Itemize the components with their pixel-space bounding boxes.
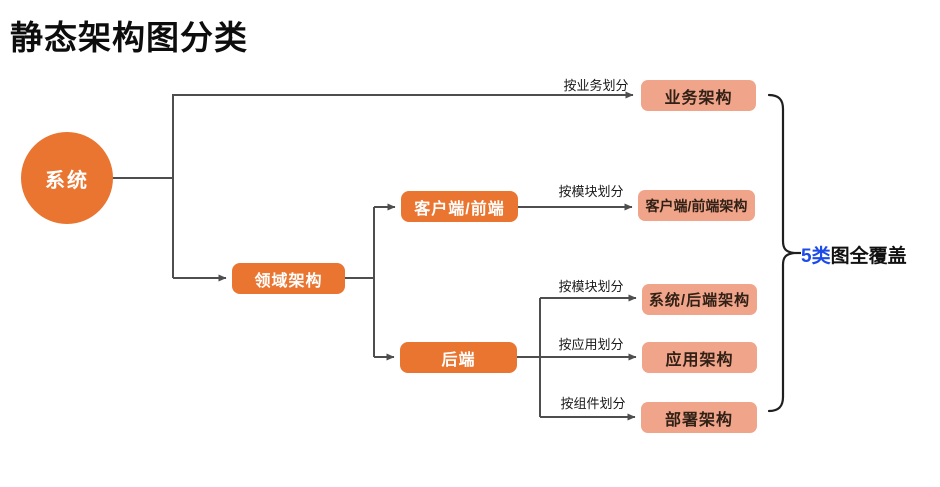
edge-label-backend-module: 按模块划分 xyxy=(558,279,624,294)
node-client: 客户端/前端 xyxy=(401,191,518,222)
node-app-arch: 应用架构 xyxy=(642,342,757,373)
node-business-arch: 业务架构 xyxy=(641,80,756,111)
edge-label-component: 按组件划分 xyxy=(560,396,626,411)
edge-label-application: 按应用划分 xyxy=(558,337,624,352)
coverage-count: 5类 xyxy=(801,246,831,267)
node-backend: 后端 xyxy=(400,342,517,373)
node-system: 系统 xyxy=(21,132,113,224)
node-client-arch: 客户端/前端架构 xyxy=(638,190,755,221)
node-deploy-arch: 部署架构 xyxy=(641,402,757,433)
coverage-annotation: 5类图全覆盖 xyxy=(801,241,907,268)
edge-label-client-module: 按模块划分 xyxy=(558,184,624,199)
curly-bracket xyxy=(767,93,795,413)
node-domain: 领域架构 xyxy=(232,263,345,294)
page-title: 静态架构图分类 xyxy=(10,19,248,56)
node-system-backend-arch: 系统/后端架构 xyxy=(642,284,757,315)
coverage-text: 图全覆盖 xyxy=(830,246,907,267)
edge-label-business: 按业务划分 xyxy=(563,78,629,93)
